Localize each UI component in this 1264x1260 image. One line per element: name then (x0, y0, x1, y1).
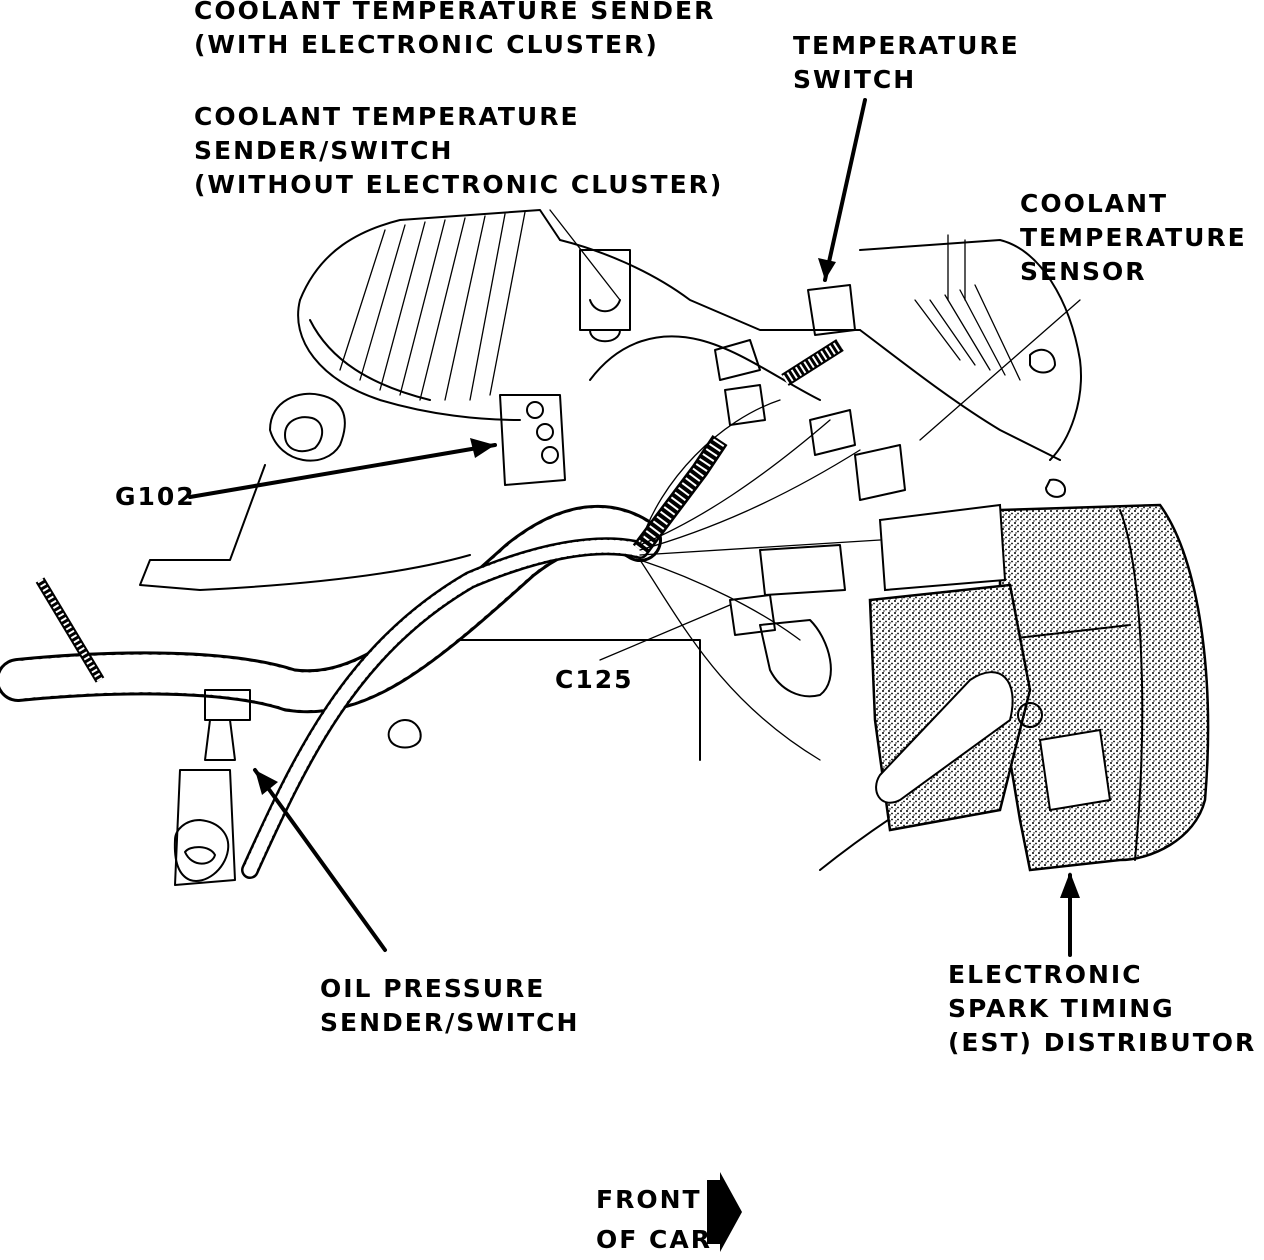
intake-manifold-fins (297, 209, 561, 421)
label-est-distributor: ELECTRONIC SPARK TIMING (EST) DISTRIBUTO… (948, 960, 1257, 1057)
leader-lines (188, 98, 1081, 957)
right-head-fins (859, 234, 1082, 461)
temperature-switch-body (714, 284, 856, 426)
est-distributor (868, 503, 1210, 872)
wiring-harness (0, 399, 881, 879)
label-coolant-temperature-sensor: COOLANT TEMPERATURE SENSOR (1020, 189, 1247, 286)
coolant-sender-body (499, 249, 631, 486)
label-temperature-switch: TEMPERATURE SWITCH (793, 31, 1020, 94)
label-sender-switch-without-cluster: COOLANT TEMPERATURE SENDER/SWITCH (WITHO… (194, 102, 724, 199)
c125-connector (729, 544, 846, 698)
label-g102: G102 (115, 482, 196, 511)
coolant-temperature-sensor-body (809, 348, 1066, 501)
label-oil-pressure: OIL PRESSURE SENDER/SWITCH (320, 974, 580, 1037)
label-front-of-car: FRONT OF CAR (596, 1185, 712, 1254)
label-c125: C125 (555, 665, 634, 694)
oil-pressure-connector (173, 689, 251, 886)
label-sender-with-cluster: COOLANT TEMPERATURE SENDER (WITH ELECTRO… (194, 0, 716, 59)
front-arrow-icon (707, 1172, 742, 1252)
